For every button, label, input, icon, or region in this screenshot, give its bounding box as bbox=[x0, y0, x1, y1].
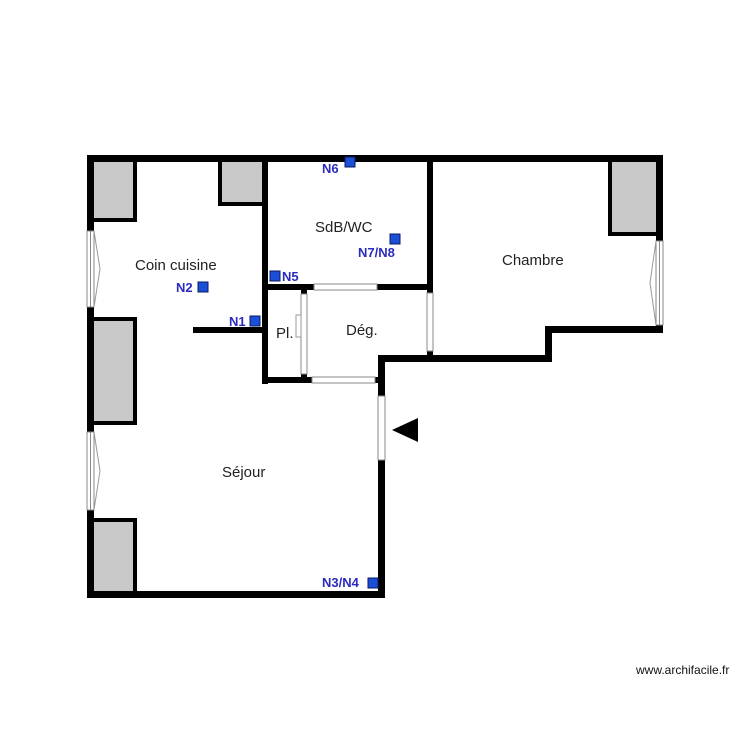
doors bbox=[295, 283, 434, 461]
wall-top bbox=[87, 155, 663, 162]
marker-label-n7n8: N7/N8 bbox=[358, 245, 395, 260]
wall-bath-bedroom bbox=[427, 155, 433, 355]
wall-bedroom-step bbox=[545, 326, 552, 362]
marker-label-n2: N2 bbox=[176, 280, 193, 295]
room-label-bedroom: Chambre bbox=[502, 252, 564, 269]
room-label-bathroom: SdB/WC bbox=[315, 219, 373, 236]
marker-label-n6: N6 bbox=[322, 161, 339, 176]
wall-kitchen-bath bbox=[262, 155, 268, 384]
wall-hall-bottom bbox=[378, 355, 552, 362]
wall-bedroom-bottom bbox=[545, 326, 663, 333]
door-bedroom bbox=[426, 292, 434, 352]
marker-n3n4 bbox=[367, 577, 379, 589]
wall-living-right bbox=[378, 359, 385, 598]
marker-n5 bbox=[269, 270, 281, 282]
pillars bbox=[90, 158, 660, 595]
door-placard bbox=[300, 293, 308, 375]
pillar-bottom-left bbox=[90, 518, 137, 595]
room-label-placard: Pl. bbox=[276, 325, 294, 342]
marker-label-n1: N1 bbox=[229, 314, 246, 329]
marker-label-n3n4: N3/N4 bbox=[322, 575, 360, 590]
pillar-top-left bbox=[90, 158, 137, 222]
markers: N1 N2 N3/N4 N5 N6 N7/N8 bbox=[176, 156, 401, 590]
room-label-kitchen: Coin cuisine bbox=[135, 257, 217, 274]
wall-counter bbox=[193, 327, 265, 333]
pillar-kitchen bbox=[218, 158, 266, 206]
marker-label-n5: N5 bbox=[282, 269, 299, 284]
marker-n1 bbox=[249, 315, 261, 327]
marker-n2 bbox=[197, 281, 209, 293]
windows bbox=[86, 230, 664, 511]
room-label-hall: Dég. bbox=[346, 322, 378, 339]
wall-bottom bbox=[87, 591, 385, 598]
door-entrance bbox=[377, 395, 386, 461]
credit-text: www.archifacile.fr bbox=[636, 663, 730, 677]
pillar-bedroom bbox=[608, 158, 660, 236]
pillar-mid-left bbox=[90, 317, 137, 425]
entrance-arrow-icon bbox=[392, 418, 418, 442]
door-bathroom bbox=[313, 283, 378, 291]
door-living bbox=[311, 376, 376, 384]
room-label-living: Séjour bbox=[222, 464, 265, 481]
marker-n6 bbox=[344, 156, 356, 168]
marker-n7n8 bbox=[389, 233, 401, 245]
